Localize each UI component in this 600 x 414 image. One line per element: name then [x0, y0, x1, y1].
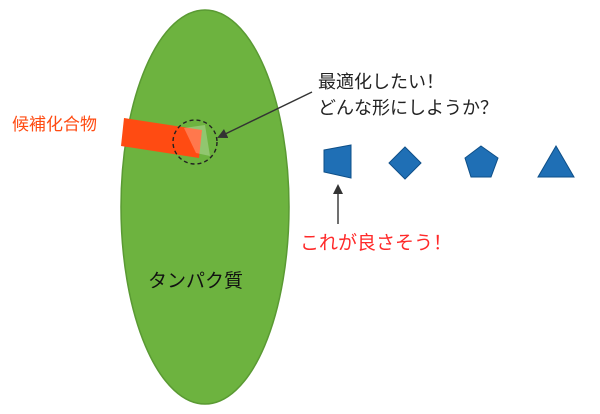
triangle-shape — [537, 145, 575, 178]
question-arrow — [217, 91, 313, 139]
question-line-2: どんな形にしようか？ — [318, 98, 498, 119]
candidate-compound-bar — [121, 118, 202, 158]
pentagon-shape — [464, 145, 499, 178]
answer-label: これが良さそう！ — [300, 232, 453, 254]
question-line-1: 最適化したい！ — [318, 72, 444, 93]
protein-ellipse — [120, 9, 290, 405]
protein-label: タンパク質 — [148, 270, 244, 292]
candidate-binding-tip — [184, 125, 210, 156]
diamond-shape — [388, 146, 422, 180]
binding-site-circle — [172, 119, 218, 165]
trapezoid-shape — [323, 144, 352, 179]
candidate-compound-label: 候補化合物 — [12, 115, 97, 135]
